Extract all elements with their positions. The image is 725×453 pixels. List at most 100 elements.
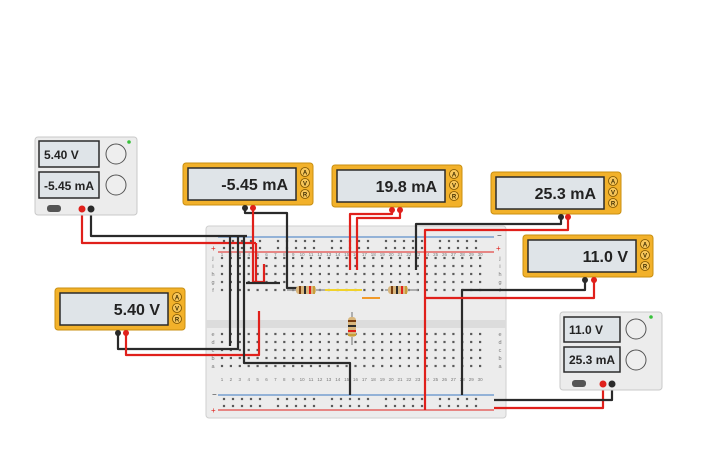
breadboard-hole[interactable] [479,332,482,336]
breadboard-hole[interactable] [381,264,384,268]
breadboard-hole[interactable] [327,364,330,368]
breadboard-hole[interactable] [407,264,410,268]
breadboard-hole[interactable] [363,332,366,336]
breadboard-hole[interactable] [265,332,268,336]
breadboard-hole[interactable] [434,272,437,276]
breadboard-hole[interactable] [309,280,313,284]
rail-hole[interactable] [222,397,226,401]
rail-hole[interactable] [438,397,442,401]
rail-hole[interactable] [366,397,370,401]
breadboard-hole[interactable] [416,356,419,360]
breadboard-hole[interactable] [345,264,348,268]
breadboard-hole[interactable] [390,332,393,336]
breadboard-hole[interactable] [398,332,402,336]
breadboard-hole[interactable] [336,256,339,260]
resistor-r2[interactable] [385,286,418,294]
breadboard-hole[interactable] [381,356,384,360]
meter-mode-button-v[interactable] [300,178,310,188]
breadboard-hole[interactable] [398,348,402,352]
breadboard-hole[interactable] [425,264,428,268]
breadboard-hole[interactable] [416,280,419,284]
power-supply-left[interactable]: 5.40 V -5.45 mA [34,136,138,216]
breadboard-hole[interactable] [345,340,348,344]
breadboard-hole[interactable] [283,280,286,284]
breadboard-hole[interactable] [416,340,419,344]
rail-hole[interactable] [402,239,406,243]
breadboard-hole[interactable] [256,288,259,292]
breadboard-hole[interactable] [398,364,402,368]
breadboard-hole[interactable] [354,256,357,260]
breadboard-hole[interactable] [425,364,428,368]
rail-hole[interactable] [447,246,451,250]
breadboard-hole[interactable] [443,332,446,336]
breadboard-hole[interactable] [381,348,384,352]
rail-hole[interactable] [258,239,262,243]
breadboard-hole[interactable] [336,264,339,268]
breadboard-hole[interactable] [247,272,250,276]
breadboard-hole[interactable] [238,364,241,368]
breadboard-hole[interactable] [470,280,473,284]
breadboard-hole[interactable] [345,272,348,276]
breadboard-hole[interactable] [407,340,410,344]
multimeter-3[interactable]: 25.3 mA AVR [490,171,622,220]
rail-hole[interactable] [447,397,451,401]
breadboard-hole[interactable] [265,264,268,268]
breadboard-hole[interactable] [318,356,321,360]
rail-hole[interactable] [465,239,469,243]
psu-left-power-switch[interactable] [47,205,61,212]
psu-right-current-knob[interactable] [625,349,647,371]
breadboard-hole[interactable] [470,356,473,360]
breadboard-hole[interactable] [479,364,482,368]
breadboard-hole[interactable] [292,264,295,268]
breadboard-hole[interactable] [238,256,241,260]
psu-left-current-knob[interactable] [105,174,127,196]
breadboard-hole[interactable] [416,348,419,352]
psu-left-voltage-knob[interactable] [105,143,127,165]
breadboard-hole[interactable] [452,356,455,360]
breadboard-hole[interactable] [345,348,348,352]
rail-hole[interactable] [294,397,298,401]
breadboard-hole[interactable] [309,256,313,260]
breadboard-hole[interactable] [425,356,428,360]
breadboard-hole[interactable] [372,332,375,336]
rail-hole[interactable] [249,404,253,408]
breadboard-hole[interactable] [274,348,277,352]
breadboard-hole[interactable] [220,356,224,360]
meter-mode-button-v[interactable] [640,250,650,260]
breadboard-hole[interactable] [390,272,393,276]
breadboard-hole[interactable] [247,348,250,352]
meter-4-positive-terminal[interactable] [591,277,597,283]
rail-hole[interactable] [312,246,316,250]
breadboard-hole[interactable] [434,364,437,368]
breadboard-hole[interactable] [238,356,241,360]
breadboard-hole[interactable] [416,264,419,268]
rail-hole[interactable] [393,397,397,401]
breadboard-hole[interactable] [292,272,295,276]
breadboard-hole[interactable] [220,264,224,268]
breadboard-hole[interactable] [274,288,277,292]
rail-hole[interactable] [456,239,460,243]
multimeter-1[interactable]: -5.45 mA AVR [182,162,314,211]
breadboard-hole[interactable] [238,348,241,352]
breadboard-hole[interactable] [372,256,375,260]
meter-1-positive-terminal[interactable] [250,205,256,211]
breadboard-hole[interactable] [390,256,393,260]
breadboard-hole[interactable] [443,340,446,344]
rail-hole[interactable] [276,239,280,243]
rail-hole[interactable] [465,404,469,408]
rail-hole[interactable] [384,239,388,243]
rail-hole[interactable] [285,397,289,401]
breadboard-hole[interactable] [470,264,473,268]
breadboard-hole[interactable] [238,272,241,276]
breadboard-hole[interactable] [363,280,366,284]
breadboard-hole[interactable] [372,356,375,360]
rail-hole[interactable] [474,246,478,250]
rail-hole[interactable] [240,239,244,243]
breadboard-hole[interactable] [407,348,410,352]
breadboard-hole[interactable] [238,332,241,336]
breadboard-hole[interactable] [301,256,304,260]
rail-hole[interactable] [456,397,460,401]
breadboard-hole[interactable] [283,264,286,268]
breadboard-hole[interactable] [363,264,366,268]
breadboard-hole[interactable] [398,280,402,284]
